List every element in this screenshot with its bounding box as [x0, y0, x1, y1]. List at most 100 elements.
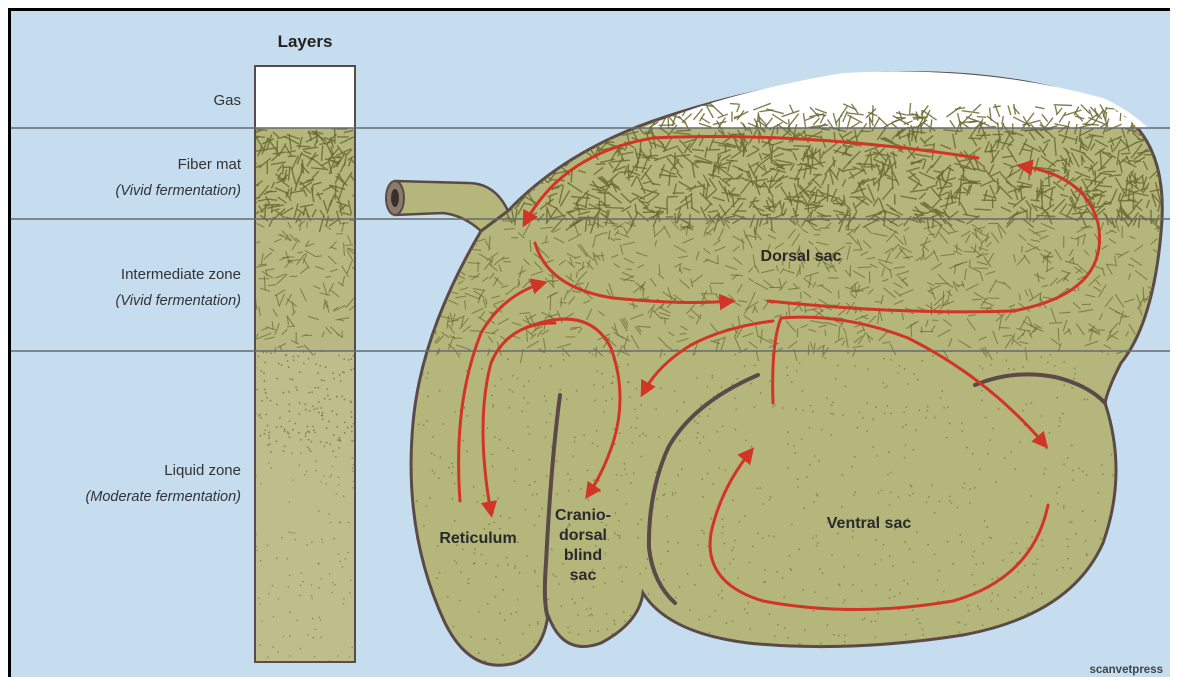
fiber-strand [726, 160, 738, 161]
particle [634, 630, 636, 632]
fiber-strand [417, 288, 424, 298]
particle [466, 415, 468, 417]
particle [894, 596, 896, 598]
particle [998, 408, 1000, 410]
particle [973, 551, 975, 553]
particle [509, 389, 511, 391]
particle [320, 637, 322, 639]
particle [470, 636, 472, 638]
particle [906, 406, 908, 408]
particle [639, 573, 641, 575]
particle [790, 569, 792, 571]
particle [1054, 365, 1056, 367]
particle [326, 388, 328, 390]
particle [325, 366, 327, 368]
particle [898, 496, 900, 498]
fiber-strand [839, 290, 840, 298]
particle [797, 486, 799, 488]
particle [474, 548, 476, 550]
fiber-strand [1000, 328, 1010, 329]
blind-sac-label-line3: blind [564, 547, 602, 564]
particle [514, 565, 516, 567]
particle [332, 582, 334, 584]
particle [529, 484, 531, 486]
fiber-strand [419, 291, 426, 294]
particle [591, 660, 593, 662]
particle [1157, 557, 1159, 559]
particle [884, 413, 886, 415]
particle [658, 436, 660, 438]
particle [258, 598, 260, 600]
fiber-strand [1164, 193, 1170, 198]
particle [928, 496, 930, 498]
particle [677, 475, 679, 477]
particle [1059, 417, 1061, 419]
particle [702, 496, 704, 498]
particle [351, 440, 353, 442]
particle [308, 392, 310, 394]
particle [481, 368, 483, 370]
fiber-strand [428, 282, 429, 289]
fiber-strand [266, 191, 277, 192]
particle [519, 572, 521, 574]
particle [724, 469, 726, 471]
particle [645, 610, 647, 612]
particle [529, 625, 531, 627]
particle [566, 398, 568, 400]
particle [636, 388, 638, 390]
particle [867, 368, 869, 370]
particle [707, 386, 709, 388]
particle [928, 648, 930, 650]
particle [426, 420, 428, 422]
particle [621, 566, 623, 568]
particle [636, 417, 638, 419]
particle [538, 515, 540, 517]
particle [791, 381, 793, 383]
particle [700, 564, 702, 566]
particle [802, 410, 804, 412]
particle [662, 617, 664, 619]
particle [313, 409, 315, 411]
fiber-strand [561, 112, 573, 120]
particle [499, 642, 501, 644]
particle [903, 412, 905, 414]
fiber-strand [561, 131, 566, 139]
fiber-strand [1165, 171, 1170, 172]
particle [801, 438, 803, 440]
particle [638, 619, 640, 621]
particle [724, 543, 726, 545]
particle [667, 550, 669, 552]
particle [639, 435, 641, 437]
fiber-strand [511, 185, 525, 190]
particle [462, 440, 464, 442]
particle [509, 517, 511, 519]
particle [280, 426, 282, 428]
particle [338, 476, 340, 478]
particle [694, 420, 696, 422]
particle [348, 359, 350, 361]
particle [336, 426, 338, 428]
particle [322, 412, 324, 414]
particle [1167, 592, 1169, 594]
particle [962, 487, 964, 489]
particle [343, 358, 345, 360]
particle [812, 537, 814, 539]
particle [635, 427, 637, 429]
particle [633, 472, 635, 474]
particle [454, 483, 456, 485]
particle [627, 382, 629, 384]
particle [629, 396, 631, 398]
particle [837, 365, 839, 367]
particle [312, 426, 314, 428]
particle [796, 370, 798, 372]
fiber-strand [452, 233, 458, 239]
fiber-strand [981, 200, 996, 201]
fiber-strand [426, 292, 431, 299]
fiber-strand [424, 241, 437, 247]
particle [623, 667, 625, 669]
particle [492, 454, 494, 456]
particle [1093, 657, 1095, 659]
particle [483, 495, 485, 497]
particle [571, 598, 573, 600]
particle [992, 428, 994, 430]
